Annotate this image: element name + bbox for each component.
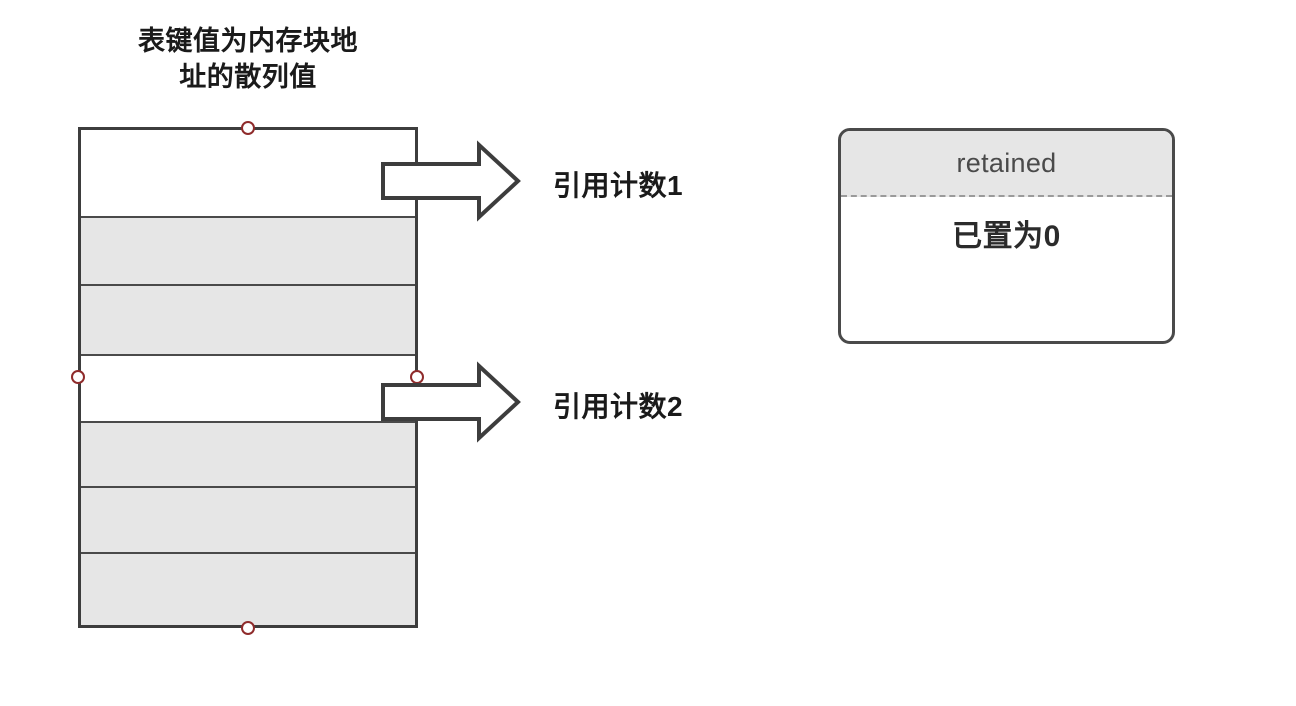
retained-card-body: 已置为0: [952, 220, 1061, 253]
hash-row-5[interactable]: [81, 487, 415, 555]
selection-handle-bottom[interactable]: [241, 621, 255, 635]
arrow-label-1: 引用计数1: [553, 170, 684, 201]
arrow-label-2: 引用计数2: [553, 391, 684, 422]
hash-row-3[interactable]: [81, 355, 415, 424]
retained-card[interactable]: retained 已置为0: [838, 128, 1175, 344]
arrow-shape-icon: [381, 361, 521, 443]
hash-row-2[interactable]: [81, 286, 415, 356]
hash-row-6[interactable]: [81, 554, 415, 625]
table-title-line-1: 表键值为内存块地: [138, 26, 358, 56]
table-title-line-2: 址的散列值: [179, 61, 317, 92]
hash-row-4[interactable]: [81, 423, 415, 488]
table-title: 表键值为内存块地 址的散列值: [78, 24, 418, 96]
retained-card-header: retained: [841, 131, 1172, 197]
block-arrow-2: [381, 361, 521, 443]
hash-row-1[interactable]: [81, 218, 415, 287]
arrow-shape-icon: [381, 140, 521, 222]
block-arrow-1: [381, 140, 521, 222]
hash-row-0[interactable]: [81, 130, 415, 219]
selection-handle-left[interactable]: [71, 370, 85, 384]
selection-handle-top[interactable]: [241, 121, 255, 135]
hash-table[interactable]: [78, 127, 418, 628]
